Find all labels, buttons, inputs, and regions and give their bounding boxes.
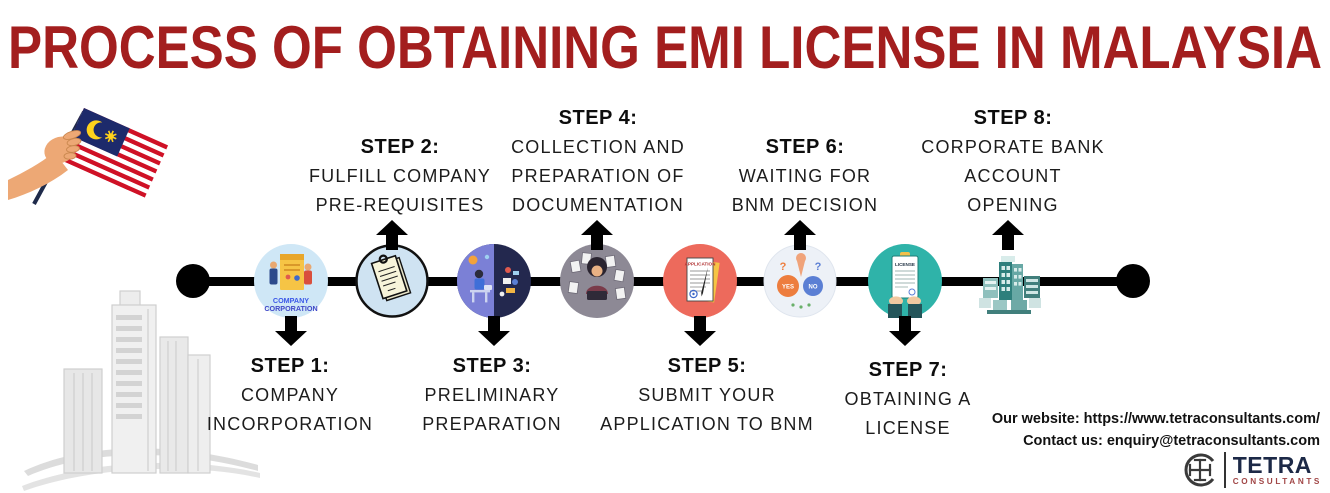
step-6-arrow-up <box>784 220 816 250</box>
step-8-arrow-up <box>992 220 1024 250</box>
step-4-heading: STEP 4: <box>558 107 638 129</box>
step-1-icon-caption-2: CORPORATION <box>264 304 317 313</box>
logo-brand-text: TETRA <box>1232 452 1312 478</box>
page-title: PROCESS OF OBTAINING EMI LICENSE IN MALA… <box>8 14 1322 81</box>
step-1-arrow-down <box>275 316 307 346</box>
step-4-icon <box>560 244 634 318</box>
step-1-icon-caption-1: COMPANY <box>273 296 309 305</box>
step-4-arrow-up <box>581 220 613 250</box>
step-6-question-mark-2: ? <box>815 261 822 273</box>
step-1-label: STEP 1: COMPANY INCORPORATION <box>175 352 405 439</box>
step-5-icon: APPLICATION <box>663 244 737 318</box>
tetra-consultants-logo: TETRA CONSULTANTS <box>1180 450 1322 490</box>
tetra-logo-icon <box>1184 453 1214 487</box>
step-8-icon <box>971 242 1045 316</box>
step-6-no-label: NO <box>809 285 818 291</box>
contact-line: Contact us: enquiry@tetraconsultants.com <box>1023 433 1320 449</box>
step-1-heading: STEP 1: <box>250 355 330 377</box>
step-2-heading: STEP 2: <box>360 136 440 158</box>
step-8-label: STEP 8: CORPORATE BANK ACCOUNT OPENING <box>898 104 1128 220</box>
website-line: Our website: https://www.tetraconsultant… <box>991 411 1320 427</box>
page-title-banner: PROCESS OF OBTAINING EMI LICENSE IN MALA… <box>8 14 1322 81</box>
step-5-heading: STEP 5: <box>667 355 747 377</box>
step-7-arrow-down <box>889 316 921 346</box>
step-6-label: STEP 6: WAITING FOR BNM DECISION <box>690 133 920 220</box>
step-7-icon-caption: LICENSE <box>895 262 915 267</box>
logo-divider <box>1223 452 1226 488</box>
step-3-heading: STEP 3: <box>452 355 532 377</box>
step-5-icon-caption: APPLICATION <box>685 262 716 267</box>
step-2-label: STEP 2: FULFILL COMPANY PRE-REQUISITES <box>285 133 515 220</box>
step-1-icon: COMPANY CORPORATION <box>254 244 328 318</box>
step-7-label: STEP 7: OBTAINING A LICENSE <box>793 356 1023 443</box>
step-4-label: STEP 4: COLLECTION AND PREPARATION OF DO… <box>483 104 713 220</box>
step-8-heading: STEP 8: <box>973 107 1053 129</box>
flag-star <box>104 130 117 143</box>
timeline-end-dot <box>1116 264 1150 298</box>
step-6-question-mark-1: ? <box>780 261 787 273</box>
step-3-arrow-down <box>478 316 510 346</box>
footer-contact: Our website: https://www.tetraconsultant… <box>992 408 1320 452</box>
buildings-watermark <box>22 290 260 491</box>
timeline-line <box>193 277 1133 286</box>
step-5-label: STEP 5: SUBMIT YOUR APPLICATION TO BNM <box>592 352 822 439</box>
timeline-start-dot <box>176 264 210 298</box>
logo-sub-text: CONSULTANTS <box>1232 477 1322 486</box>
step-2-icon <box>355 244 429 318</box>
step-7-heading: STEP 7: <box>868 359 948 381</box>
step-6-icon: ? ? YES NO <box>763 244 837 318</box>
malaysia-flag <box>58 108 169 202</box>
step-5-arrow-down <box>684 316 716 346</box>
step-6-yes-label: YES <box>782 285 794 291</box>
holding-hand <box>8 130 82 200</box>
step-2-arrow-up <box>376 220 408 250</box>
step-3-icon <box>457 244 531 318</box>
step-7-icon: LICENSE <box>868 244 942 318</box>
step-3-label: STEP 3: PRELIMINARY PREPARATION <box>377 352 607 439</box>
step-6-heading: STEP 6: <box>765 136 845 158</box>
malaysia-flag-illustration <box>8 108 169 205</box>
